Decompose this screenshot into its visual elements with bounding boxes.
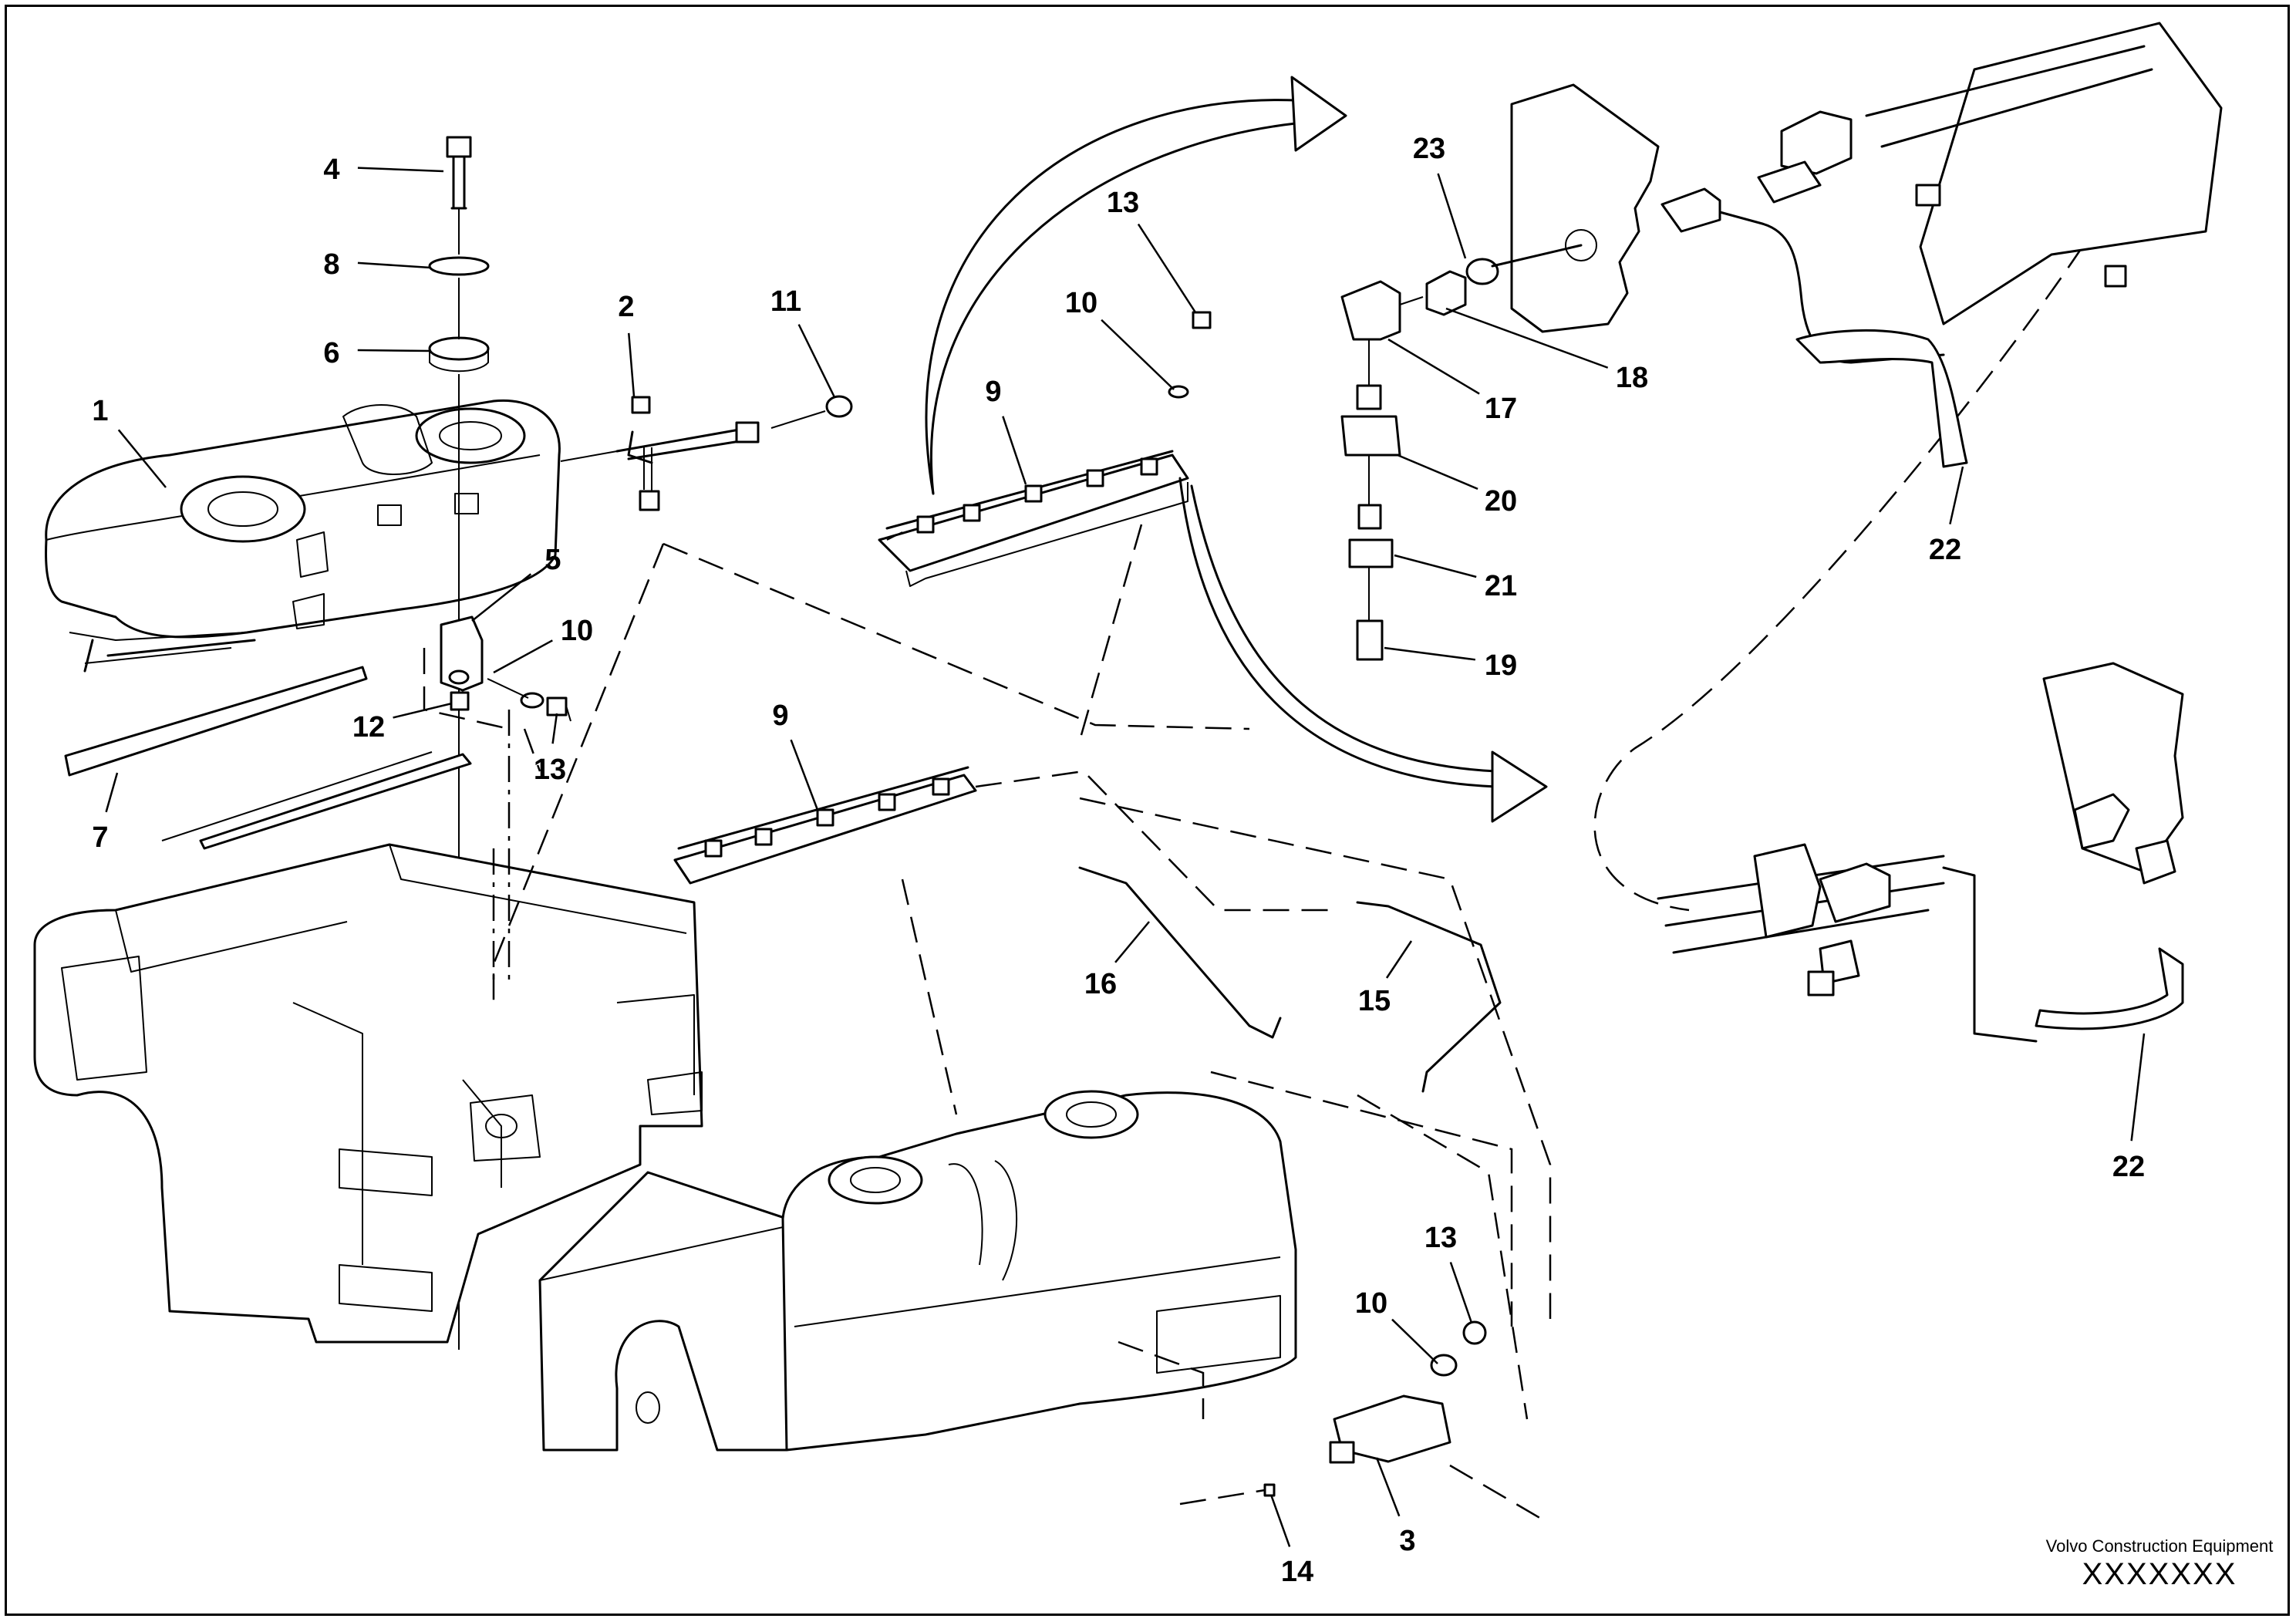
callout-22: 22 [1929, 534, 1961, 566]
leader-line-10 [1101, 319, 1175, 390]
leader-line-14 [1269, 1494, 1291, 1547]
callout-20: 20 [1485, 485, 1517, 518]
leader-line-13 [551, 713, 558, 744]
leader-line-16 [1114, 921, 1150, 963]
callout-9: 9 [985, 376, 1001, 408]
leader-line-5 [471, 573, 532, 622]
hoses [1078, 866, 1502, 1093]
callout-17: 17 [1485, 393, 1517, 425]
callout-5: 5 [544, 544, 561, 576]
company-name: Volvo Construction Equipment [2045, 1536, 2274, 1556]
mount-bracket [423, 615, 571, 730]
callout-labels: 1234567899101010111213131314151617181920… [92, 133, 2145, 1588]
callout-1: 1 [92, 395, 108, 427]
leader-line-15 [1385, 940, 1413, 979]
valve-detail-upper [1660, 22, 2223, 468]
leader-line-23 [1437, 173, 1467, 259]
callout-16: 16 [1084, 968, 1117, 1000]
callout-4: 4 [323, 153, 339, 186]
leader-line-8 [357, 261, 431, 269]
leader-line-1 [117, 429, 167, 488]
callout-12: 12 [352, 711, 385, 744]
callout-14: 14 [1281, 1556, 1313, 1588]
leader-line-20 [1397, 454, 1478, 491]
callout-7: 7 [92, 821, 108, 854]
leader-line-3 [1375, 1457, 1401, 1517]
leader-line-12 [393, 702, 453, 719]
leader-line-7 [105, 772, 119, 813]
valve-detail-lower [1657, 662, 2184, 1043]
leader-line-13 [1137, 223, 1197, 313]
manifold-lower [673, 766, 977, 885]
callout-13: 13 [534, 754, 566, 786]
leader-line-10 [1391, 1318, 1438, 1364]
callout-21: 21 [1485, 570, 1517, 602]
callout-2: 2 [618, 291, 634, 323]
bolt-stack [428, 136, 490, 1350]
leader-line-21 [1394, 554, 1477, 578]
leader-line-19 [1384, 646, 1476, 661]
leader-line-11 [797, 324, 836, 398]
flow-arrows [925, 76, 1548, 823]
leader-line-9 [790, 739, 819, 811]
trim-strips [64, 666, 472, 850]
leader-lines [105, 167, 2146, 1547]
leader-line-13 [1449, 1262, 1473, 1324]
callout-9: 9 [772, 700, 788, 732]
leader-line-22 [2130, 1033, 2146, 1141]
manifold-upper [878, 311, 1212, 587]
sheet-border [5, 5, 2290, 1616]
callout-13: 13 [1424, 1222, 1457, 1254]
callout-10: 10 [561, 615, 593, 647]
sensor-detail [1340, 83, 1660, 661]
leader-line-6 [357, 349, 431, 352]
leader-line-4 [357, 167, 444, 173]
callout-8: 8 [323, 248, 339, 281]
chassis-frame [33, 843, 788, 1452]
leader-line-17 [1387, 338, 1480, 395]
callout-10: 10 [1355, 1287, 1387, 1320]
callout-10: 10 [1065, 287, 1097, 319]
drawing-code: XXXXXXX [2082, 1557, 2237, 1591]
leader-line-22 [1949, 466, 1964, 524]
cover-assembly [45, 399, 561, 673]
leader-line-10 [493, 639, 553, 674]
title-block: Volvo Construction Equipment XXXXXXX [2044, 1536, 2275, 1592]
callout-19: 19 [1485, 649, 1517, 682]
leader-line-18 [1445, 307, 1609, 369]
callout-3: 3 [1399, 1525, 1415, 1557]
callout-6: 6 [323, 337, 339, 369]
callout-13: 13 [1107, 187, 1139, 219]
callout-22: 22 [2112, 1151, 2145, 1183]
callout-18: 18 [1616, 362, 1648, 394]
leader-line-2 [628, 332, 636, 397]
callout-15: 15 [1358, 985, 1391, 1017]
leader-line-9 [1002, 416, 1027, 485]
callout-23: 23 [1413, 133, 1445, 165]
callout-11: 11 [770, 285, 801, 318]
sensor-arm [560, 395, 853, 511]
